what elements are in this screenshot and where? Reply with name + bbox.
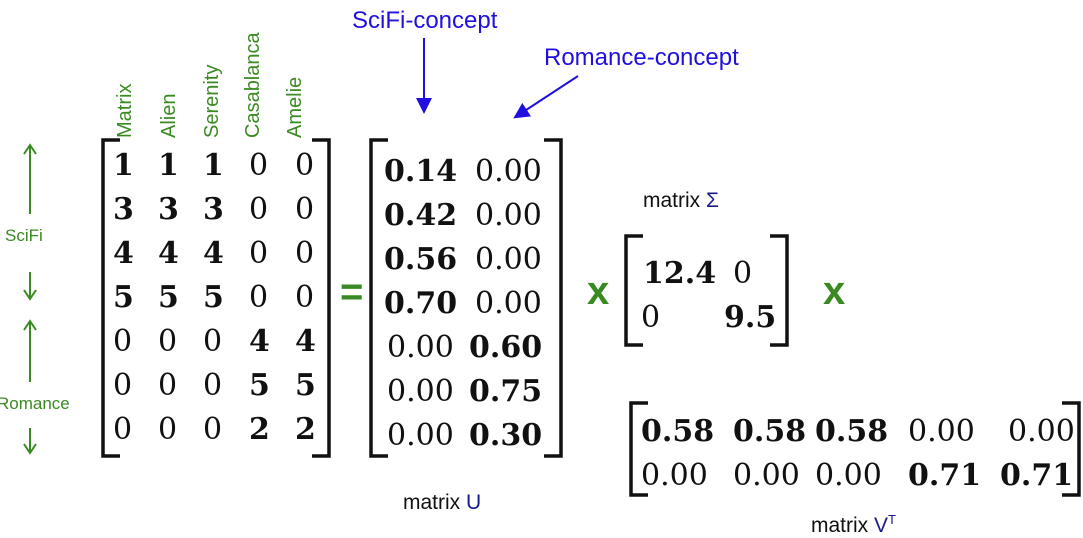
matrix-a-cell: 3 [203,192,224,227]
matrix-vt-cell: 0.58 [733,414,807,449]
matrix-a-left-bracket [101,138,120,458]
matrix-u-symbol: U [466,491,482,514]
column-label-serenity: Serenity [201,64,223,138]
matrix-u-left-bracket [369,138,388,458]
matrix-vt-caption: matrix VT [811,512,896,538]
matrix-u-cell: 0.14 [384,154,458,189]
matrix-vt-cell: 0.00 [908,414,975,449]
matrix-vt-superscript: T [888,512,896,527]
matrix-a-cell: 0 [203,412,223,447]
matrix-vt-right-bracket [1062,401,1081,497]
matrix-u-cell: 0.00 [475,242,542,277]
matrix-sigma-right-bracket [770,234,789,347]
matrix-u-caption: matrix U [403,491,481,515]
column-label-alien: Alien [158,93,180,138]
matrix-a-cell: 0 [249,148,269,183]
matrix-a-cell: 0 [158,368,178,403]
matrix-a-cell: 0 [113,324,133,359]
matrix-a-cell: 0 [295,236,315,271]
matrix-u-cell: 0.42 [384,198,458,233]
matrix-a-cell: 0 [295,280,315,315]
matrix-vt-cell: 0.71 [1000,458,1074,493]
matrix-vt-cell: 0.71 [908,458,982,493]
scifi-up-arrow [23,143,37,214]
matrix-a-cell: 3 [158,192,179,227]
matrix-a-right-bracket [312,138,331,458]
matrix-u-cell: 0.00 [475,154,542,189]
matrix-vt-cell: 0.00 [1008,414,1075,449]
matrix-a-cell: 5 [113,280,134,315]
matrix-sigma-cell: 0 [733,256,753,291]
matrix-sigma-caption: matrix Σ [643,189,719,213]
matrix-vt-symbol: V [874,514,889,537]
matrix-vt-cell: 0.00 [733,458,800,493]
matrix-a-cell: 1 [158,148,179,183]
matrix-u-cell: 0.00 [475,286,542,321]
matrix-a-cell: 2 [295,412,316,447]
matrix-u-cell: 0.60 [469,330,543,365]
matrix-a-cell: 0 [113,368,133,403]
matrix-a-cell: 3 [113,192,134,227]
matrix-a-cell: 2 [249,412,270,447]
romance-concept-arrow [513,75,579,119]
matrix-a-cell: 5 [203,280,224,315]
matrix-vt-cell: 0.00 [641,458,708,493]
matrix-a-cell: 5 [295,368,316,403]
matrix-u-cell: 0.00 [387,418,454,453]
column-label-casablanca: Casablanca [242,32,264,138]
matrix-u-caption-prefix: matrix [403,491,466,514]
scifi-down-arrow [23,272,37,301]
scifi-concept-label: SciFi-concept [352,7,498,34]
matrix-sigma-left-bracket [624,234,643,347]
column-label-amelie: Amelie [284,76,306,138]
matrix-u-cell: 0.30 [469,418,543,453]
matrix-vt-caption-prefix: matrix [811,514,874,537]
matrix-a-cell: 1 [203,148,224,183]
matrix-a-cell: 0 [158,324,178,359]
matrix-a-cell: 4 [113,236,134,271]
matrix-vt-left-bracket [629,401,648,497]
matrix-u-cell: 0.00 [387,330,454,365]
matrix-vt-cell: 0.58 [641,414,715,449]
matrix-sigma-caption-prefix: matrix [643,189,706,212]
matrix-a-cell: 0 [295,148,315,183]
matrix-a-cell: 4 [158,236,179,271]
matrix-vt-cell: 0.00 [815,458,882,493]
column-label-matrix: Matrix [114,83,136,138]
matrix-a-cell: 5 [158,280,179,315]
times-sign-1: x [587,269,610,313]
matrix-a-cell: 1 [113,148,134,183]
matrix-sigma-cell: 0 [641,300,661,335]
matrix-a-cell: 0 [295,192,315,227]
matrix-vt-cell: 0.58 [815,414,889,449]
matrix-a-cell: 0 [113,412,133,447]
matrix-u-cell: 0.56 [384,242,458,277]
romance-down-arrow [23,428,37,455]
matrix-sigma-cell: 12.4 [643,256,717,291]
matrix-a-cell: 0 [249,280,269,315]
romance-label: Romance [0,394,70,413]
scifi-label: SciFi [5,226,43,245]
matrix-sigma-cell: 9.5 [724,300,777,335]
matrix-a-cell: 0 [203,324,223,359]
romance-concept-label: Romance-concept [544,44,739,71]
matrix-a-cell: 0 [203,368,223,403]
equals-sign: = [340,270,364,314]
matrix-a-cell: 5 [249,368,270,403]
matrix-a-cell: 0 [249,192,269,227]
matrix-u-cell: 0.75 [469,374,543,409]
matrix-a-cell: 4 [203,236,224,271]
matrix-u-cell: 0.00 [475,198,542,233]
matrix-sigma-symbol: Σ [706,189,719,212]
times-sign-2: x [823,269,846,313]
matrix-a-cell: 4 [249,324,270,359]
matrix-u-cell: 0.00 [387,374,454,409]
matrix-u-right-bracket [544,138,563,458]
matrix-a-cell: 0 [249,236,269,271]
matrix-a-cell: 4 [295,324,316,359]
matrix-u-cell: 0.70 [384,286,458,321]
matrix-a-cell: 0 [158,412,178,447]
romance-up-arrow [23,319,37,382]
